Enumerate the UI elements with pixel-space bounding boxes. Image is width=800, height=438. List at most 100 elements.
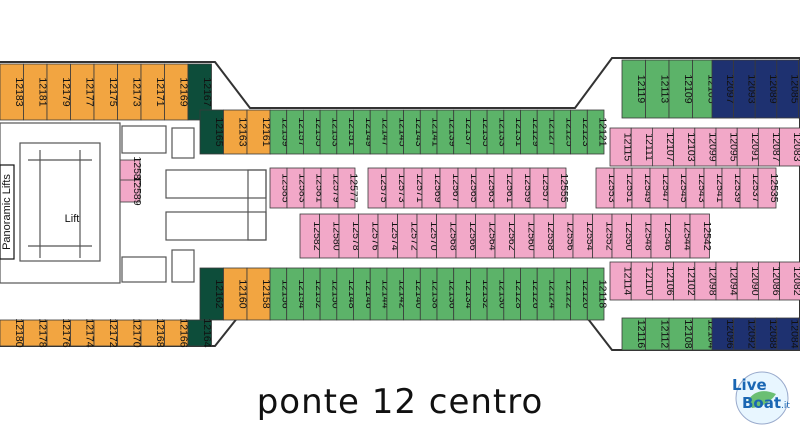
cabin-12161[interactable]: 12161 bbox=[246, 109, 272, 155]
cabin-number: 12160 bbox=[236, 279, 248, 308]
cabin-12160[interactable]: 12160 bbox=[223, 267, 249, 321]
cabin-12083[interactable]: 12083 bbox=[779, 127, 800, 167]
cabin-12181[interactable]: 12181 bbox=[23, 63, 49, 121]
cabin-box bbox=[757, 167, 777, 209]
cabin-12541[interactable]: 12541 bbox=[703, 167, 726, 209]
cabin-12177[interactable]: 12177 bbox=[70, 63, 96, 121]
cabin-12116[interactable]: 12116 bbox=[621, 317, 647, 351]
cabin-12095[interactable]: 12095 bbox=[715, 127, 740, 167]
cabin-12546[interactable]: 12546 bbox=[650, 213, 674, 259]
cabin-12086[interactable]: 12086 bbox=[758, 261, 782, 301]
cabin-12112[interactable]: 12112 bbox=[645, 317, 671, 351]
cabin-12171[interactable]: 12171 bbox=[140, 63, 166, 121]
cabin-12577[interactable]: 12577 bbox=[337, 167, 360, 209]
cabin-12091[interactable]: 12091 bbox=[736, 127, 761, 167]
cabin-number: 12107 bbox=[664, 132, 676, 161]
cabin-12084[interactable]: 12084 bbox=[776, 317, 800, 351]
cabin-number: 12093 bbox=[745, 74, 757, 103]
cabin-12119[interactable]: 12119 bbox=[621, 59, 647, 119]
cabin-12169[interactable]: 12169 bbox=[164, 63, 190, 121]
cabin-12108[interactable]: 12108 bbox=[668, 317, 694, 351]
cabin-number: 12084 bbox=[789, 319, 800, 348]
cabin-12110[interactable]: 12110 bbox=[630, 261, 655, 301]
cabin-12164[interactable]: 12164 bbox=[187, 318, 213, 348]
cabin-12175[interactable]: 12175 bbox=[93, 63, 119, 121]
cabin-12179[interactable]: 12179 bbox=[46, 63, 72, 121]
cabin-12118[interactable]: 12118 bbox=[586, 267, 609, 321]
cabin-number: 12109 bbox=[682, 74, 694, 103]
cabin-number: 12165 bbox=[213, 117, 225, 146]
cabin-12168[interactable]: 12168 bbox=[140, 318, 166, 348]
cabin-12167[interactable]: 12167 bbox=[187, 63, 213, 121]
cabin-12115[interactable]: 12115 bbox=[609, 127, 634, 167]
cabin-12555[interactable]: 12555 bbox=[547, 167, 570, 209]
cabin-number: 12115 bbox=[622, 133, 634, 162]
cabin-12089[interactable]: 12089 bbox=[754, 59, 779, 119]
cabin-12165[interactable]: 12165 bbox=[199, 109, 225, 155]
cabin-12580[interactable]: 12580 bbox=[319, 213, 343, 259]
cabin-number: 12555 bbox=[558, 173, 570, 202]
cabin-12098[interactable]: 12098 bbox=[694, 261, 719, 301]
cabin-12099[interactable]: 12099 bbox=[694, 127, 719, 167]
cabin-12180[interactable]: 12180 bbox=[0, 318, 25, 348]
cabin-12085[interactable]: 12085 bbox=[776, 59, 800, 119]
cabin-12542[interactable]: 12542 bbox=[689, 213, 713, 259]
cabin-number: 12087 bbox=[770, 132, 782, 161]
cabin-12553[interactable]: 12553 bbox=[595, 167, 618, 209]
cabin-number: 12180 bbox=[13, 318, 25, 347]
cabin-12162[interactable]: 12162 bbox=[199, 267, 225, 321]
cabin-box bbox=[187, 319, 212, 347]
cabin-12107[interactable]: 12107 bbox=[652, 127, 676, 167]
cabin-number: 12169 bbox=[177, 77, 189, 106]
cabin-12173[interactable]: 12173 bbox=[117, 63, 143, 121]
cabin-12102[interactable]: 12102 bbox=[673, 261, 698, 301]
cabin-12183[interactable]: 12183 bbox=[0, 63, 25, 121]
cabin-number: 12164 bbox=[201, 318, 213, 347]
cabin-12589[interactable]: 12589 bbox=[119, 176, 143, 206]
cabin-12163[interactable]: 12163 bbox=[223, 109, 249, 155]
cabin-12103[interactable]: 12103 bbox=[673, 127, 698, 167]
cabin-number: 12162 bbox=[213, 279, 225, 308]
cabin-12092[interactable]: 12092 bbox=[733, 317, 758, 351]
cabin-12172[interactable]: 12172 bbox=[93, 318, 119, 348]
cabin-number: 12096 bbox=[724, 319, 736, 348]
cabin-number: 12097 bbox=[724, 74, 736, 103]
cabin-12106[interactable]: 12106 bbox=[652, 261, 676, 301]
cabin-number: 12111 bbox=[643, 133, 655, 161]
cabin-12166[interactable]: 12166 bbox=[164, 318, 190, 348]
cabin-number: 12170 bbox=[130, 318, 142, 347]
cabin-12174[interactable]: 12174 bbox=[70, 318, 96, 348]
cabin-12114[interactable]: 12114 bbox=[609, 261, 634, 301]
cabin-12559[interactable]: 12559 bbox=[511, 167, 534, 209]
cabin-12121[interactable]: 12121 bbox=[586, 109, 609, 155]
cabin-12090[interactable]: 12090 bbox=[736, 261, 761, 301]
cabin-12176[interactable]: 12176 bbox=[46, 318, 72, 348]
cabin-number: 12118 bbox=[597, 280, 609, 309]
cabin-12081[interactable]: 12081 bbox=[798, 59, 800, 119]
deck-caption: ponte 12 centro bbox=[256, 382, 544, 422]
cabin-12082[interactable]: 12082 bbox=[779, 261, 800, 301]
cabin-box bbox=[779, 127, 800, 167]
cabin-number: 12091 bbox=[749, 132, 761, 161]
cabin-12111[interactable]: 12111 bbox=[630, 127, 655, 167]
cabin-12097[interactable]: 12097 bbox=[711, 59, 736, 119]
cabin-box bbox=[798, 317, 800, 351]
cabin-12535[interactable]: 12535 bbox=[757, 167, 780, 209]
cabin-number: 12112 bbox=[658, 320, 670, 349]
cabin-12178[interactable]: 12178 bbox=[23, 318, 49, 348]
cabin-number: 12177 bbox=[83, 77, 95, 106]
cabin-12113[interactable]: 12113 bbox=[645, 59, 671, 119]
cabin-12158[interactable]: 12158 bbox=[246, 267, 272, 321]
cabin-12094[interactable]: 12094 bbox=[715, 261, 740, 301]
cabin-12087[interactable]: 12087 bbox=[758, 127, 782, 167]
cabin-12096[interactable]: 12096 bbox=[711, 317, 736, 351]
panoramic-lifts-box bbox=[0, 164, 15, 260]
cabin-12093[interactable]: 12093 bbox=[733, 59, 758, 119]
cabin-12088[interactable]: 12088 bbox=[754, 317, 779, 351]
cabin-number: 12102 bbox=[685, 266, 697, 295]
cabin-12170[interactable]: 12170 bbox=[117, 318, 143, 348]
cabin-12080[interactable]: 12080 bbox=[798, 317, 800, 351]
cabin-number: 12173 bbox=[130, 77, 142, 106]
cabin-12109[interactable]: 12109 bbox=[668, 59, 694, 119]
